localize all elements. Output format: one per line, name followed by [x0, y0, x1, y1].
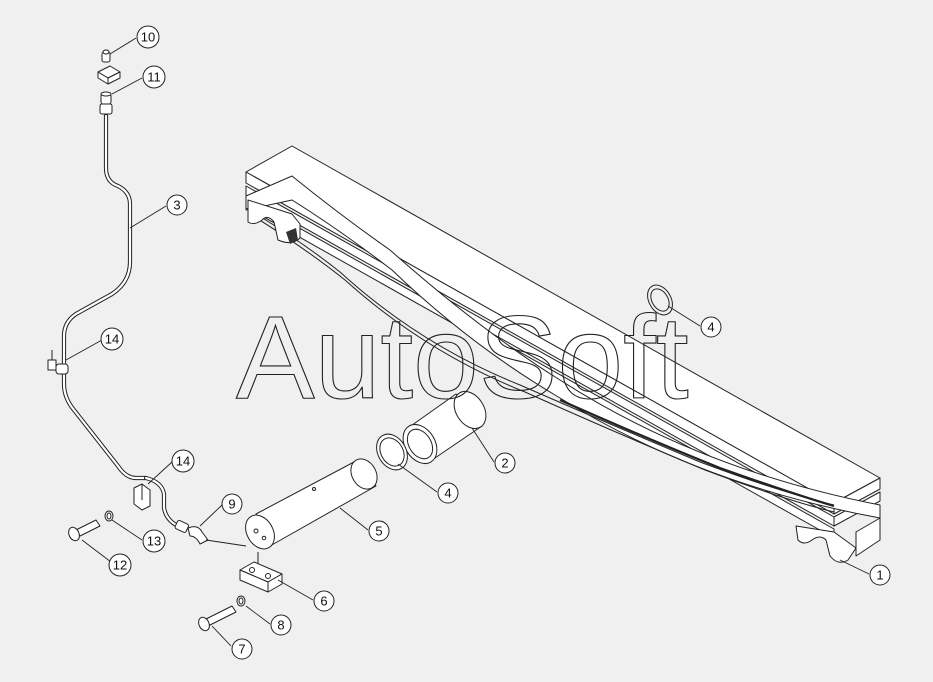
callout-3: 3 — [166, 194, 188, 216]
spring-washer — [236, 595, 246, 607]
callout-2: 2 — [494, 452, 516, 474]
callout-4-upper: 4 — [700, 316, 722, 338]
clamp-screw — [68, 519, 101, 542]
callout-2-label: 2 — [501, 456, 508, 471]
callout-13-label: 13 — [147, 534, 161, 549]
callout-13: 13 — [142, 529, 166, 553]
watermark: AutoSoft — [236, 292, 689, 424]
leader-lines — [65, 37, 870, 647]
callout-10-label: 10 — [141, 30, 155, 45]
seal-ring — [376, 433, 408, 471]
callout-5-label: 5 — [375, 524, 382, 539]
callout-12: 12 — [108, 553, 132, 577]
bolt — [198, 605, 237, 632]
callout-7-label: 7 — [238, 642, 245, 657]
callout-6: 6 — [313, 590, 335, 612]
grease-tube — [61, 113, 181, 529]
spring-pin — [245, 458, 378, 550]
callout-9: 9 — [221, 493, 243, 515]
callout-4-lower: 4 — [437, 482, 459, 504]
callout-10: 10 — [136, 25, 160, 49]
callout-4-lower-label: 4 — [444, 486, 451, 501]
callout-1: 1 — [869, 564, 891, 586]
callout-14-lower-label: 14 — [176, 454, 190, 469]
callout-1-label: 1 — [876, 568, 883, 583]
callout-9-label: 9 — [228, 497, 235, 512]
callout-8: 8 — [270, 614, 292, 636]
callout-14-upper: 14 — [100, 327, 124, 351]
callout-11: 11 — [142, 65, 166, 89]
tube-clamp-upper — [47, 350, 69, 375]
grease-nipple — [101, 49, 111, 63]
callout-12-label: 12 — [113, 558, 127, 573]
callout-8-label: 8 — [277, 618, 284, 633]
callout-6-label: 6 — [320, 594, 327, 609]
callout-5: 5 — [368, 520, 390, 542]
tube-clamp-lower — [133, 483, 151, 511]
callout-14-lower: 14 — [171, 449, 195, 473]
leaf-spring — [245, 145, 881, 563]
callout-4-upper-label: 4 — [707, 320, 714, 335]
mounting-clip — [97, 65, 121, 115]
callout-11-label: 11 — [147, 70, 161, 85]
callout-7: 7 — [231, 638, 253, 660]
bushing — [402, 390, 487, 465]
callout-14-upper-label: 14 — [105, 332, 119, 347]
lock-plate — [239, 552, 283, 593]
elbow-fitting — [174, 519, 247, 547]
clamp-washer — [104, 510, 114, 522]
seal-ring-upper — [647, 284, 673, 316]
callout-3-label: 3 — [173, 198, 180, 213]
